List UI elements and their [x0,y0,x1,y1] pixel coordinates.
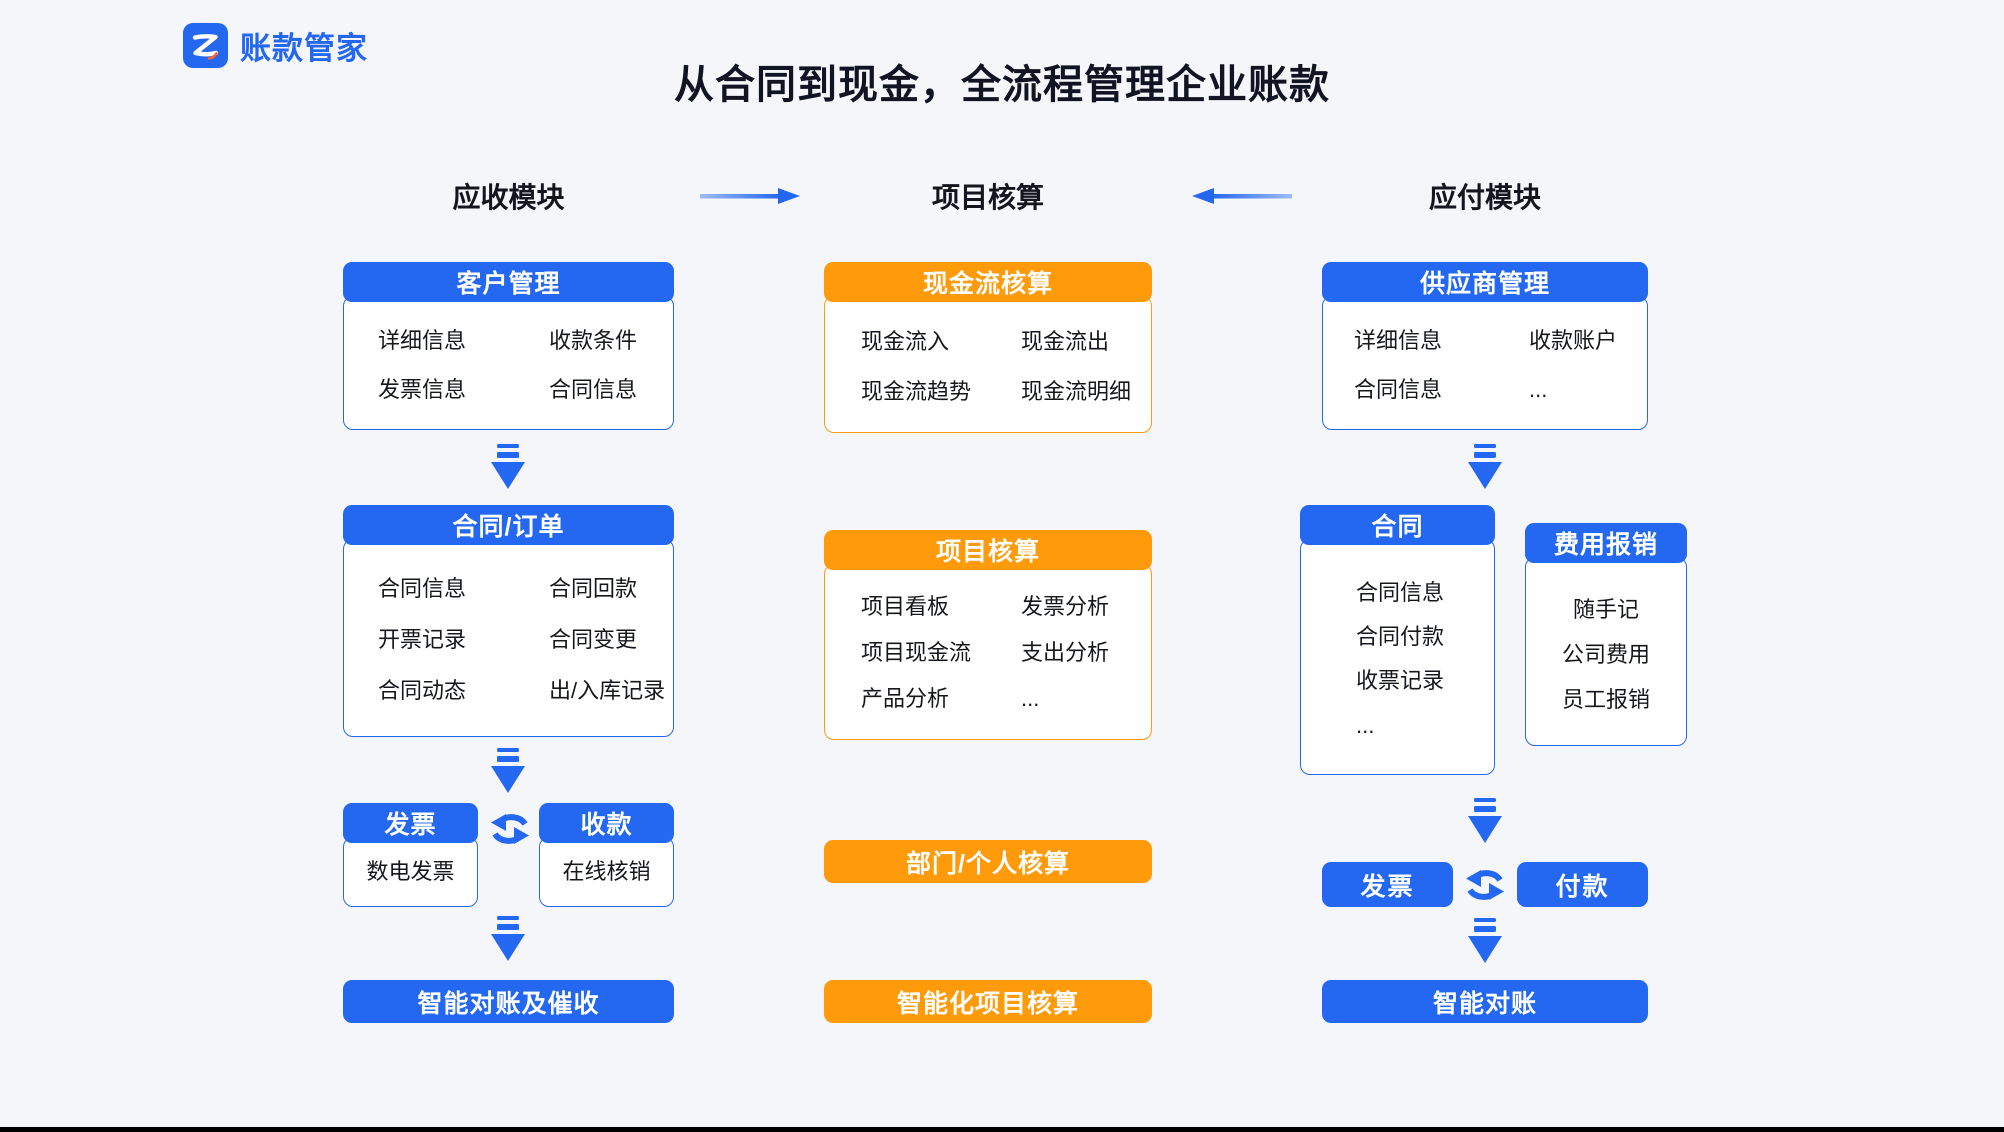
cashflow-accounting-title: 现金流核算 [824,262,1152,302]
swap-icon [491,814,529,844]
down-arrow-icon [1468,918,1502,963]
feature-item: 详细信息 [378,327,467,353]
contract-order-box: 合同/订单 合同信息 合同回款 开票记录 合同变更 合同动态 出/入库记录 [343,505,674,737]
feature-item: 收票记录 [1356,668,1445,694]
feature-item: 现金流趋势 [861,378,972,404]
supplier-management-box: 供应商管理 详细信息 收款账户 合同信息 ... [1322,262,1648,430]
cashflow-accounting-items: 现金流入 现金流出 现金流趋势 现金流明细 [824,296,1152,433]
collection-title: 收款 [539,803,674,843]
feature-item: 合同信息 [1356,579,1445,605]
feature-item: 随手记 [1572,596,1639,622]
arrow-right-icon [700,188,800,204]
feature-item: 合同信息 [1354,376,1443,402]
payment-pill: 付款 [1517,862,1648,907]
project-accounting-box: 项目核算 项目看板 发票分析 项目现金流 支出分析 产品分析 ... [824,530,1152,740]
feature-item: 详细信息 [1354,327,1443,353]
collection-box: 收款 在线核销 [539,803,674,907]
feature-item: 合同信息 [378,576,467,602]
feature-item: 在线核销 [562,859,651,885]
smart-reconciliation-bar: 智能对账 [1322,980,1648,1023]
feature-item: 现金流明细 [1021,378,1132,404]
smart-reconciliation-collection-bar: 智能对账及催收 [343,980,674,1023]
swap-icon [1466,870,1504,900]
collection-detail-box: 在线核销 [539,837,674,907]
column-header-project: 项目核算 [931,182,1044,213]
intelligent-project-accounting-bar: 智能化项目核算 [824,980,1152,1023]
invoice-title: 发票 [343,803,478,843]
feature-item: 收款条件 [549,327,638,353]
feature-item: 合同付款 [1356,624,1445,650]
invoice-box: 发票 数电发票 [343,803,478,907]
feature-item: 现金流出 [1021,328,1110,354]
feature-item: 数电发票 [366,859,455,885]
z-logo-icon [183,23,228,68]
feature-item: 发票分析 [1021,594,1110,620]
app-name: 账款管家 [240,31,368,66]
contract-order-title: 合同/订单 [343,505,674,545]
arrow-left-icon [1192,188,1292,204]
bottom-divider [0,1127,2004,1132]
column-header-payable: 应付模块 [1428,182,1541,213]
feature-item: 合同信息 [549,376,638,402]
feature-item: 合同变更 [549,627,638,653]
feature-item: 支出分析 [1021,640,1110,666]
feature-item: 公司费用 [1561,641,1650,667]
down-arrow-icon [491,444,525,489]
payable-contract-items: 合同信息 合同付款 收票记录 ... [1300,539,1495,775]
invoice-detail-box: 数电发票 [343,837,478,907]
feature-item: 现金流入 [861,328,950,354]
cashflow-accounting-box: 现金流核算 现金流入 现金流出 现金流趋势 现金流明细 [824,262,1152,433]
expense-reimbursement-items: 随手记 公司费用 员工报销 [1525,557,1687,746]
feature-item: ... [1021,686,1040,712]
down-arrow-icon [491,748,525,793]
payable-invoice-pill: 发票 [1322,862,1453,907]
feature-item: ... [1529,376,1548,402]
supplier-management-title: 供应商管理 [1322,262,1648,302]
page-title: 从合同到现金，全流程管理企业账款 [674,63,1330,107]
down-arrow-icon [491,916,525,961]
feature-item: ... [1356,712,1375,738]
contract-order-items: 合同信息 合同回款 开票记录 合同变更 合同动态 出/入库记录 [343,539,674,737]
column-header-receivable: 应收模块 [452,182,565,213]
down-arrow-icon [1468,798,1502,843]
feature-item: 项目看板 [861,594,950,620]
app-logo: 账款管家 [183,23,368,68]
feature-item: 员工报销 [1561,686,1650,712]
feature-item: 出/入库记录 [549,678,666,704]
payable-contract-box: 合同 合同信息 合同付款 收票记录 ... [1300,505,1495,775]
feature-item: 项目现金流 [861,640,972,666]
project-accounting-items: 项目看板 发票分析 项目现金流 支出分析 产品分析 ... [824,564,1152,740]
down-arrow-icon [1468,444,1502,489]
payable-contract-title: 合同 [1300,505,1495,545]
feature-item: 合同回款 [549,576,638,602]
feature-item: 合同动态 [378,678,467,704]
customer-management-box: 客户管理 详细信息 收款条件 发票信息 合同信息 [343,262,674,430]
customer-management-title: 客户管理 [343,262,674,302]
customer-management-items: 详细信息 收款条件 发票信息 合同信息 [343,296,674,430]
project-accounting-title: 项目核算 [824,530,1152,570]
feature-item: 产品分析 [861,686,950,712]
supplier-management-items: 详细信息 收款账户 合同信息 ... [1322,296,1648,430]
feature-item: 开票记录 [378,627,467,653]
expense-reimbursement-box: 费用报销 随手记 公司费用 员工报销 [1525,523,1687,746]
department-personal-accounting-bar: 部门/个人核算 [824,840,1152,883]
expense-reimbursement-title: 费用报销 [1525,523,1687,563]
feature-item: 收款账户 [1529,327,1618,353]
feature-item: 发票信息 [378,376,467,402]
